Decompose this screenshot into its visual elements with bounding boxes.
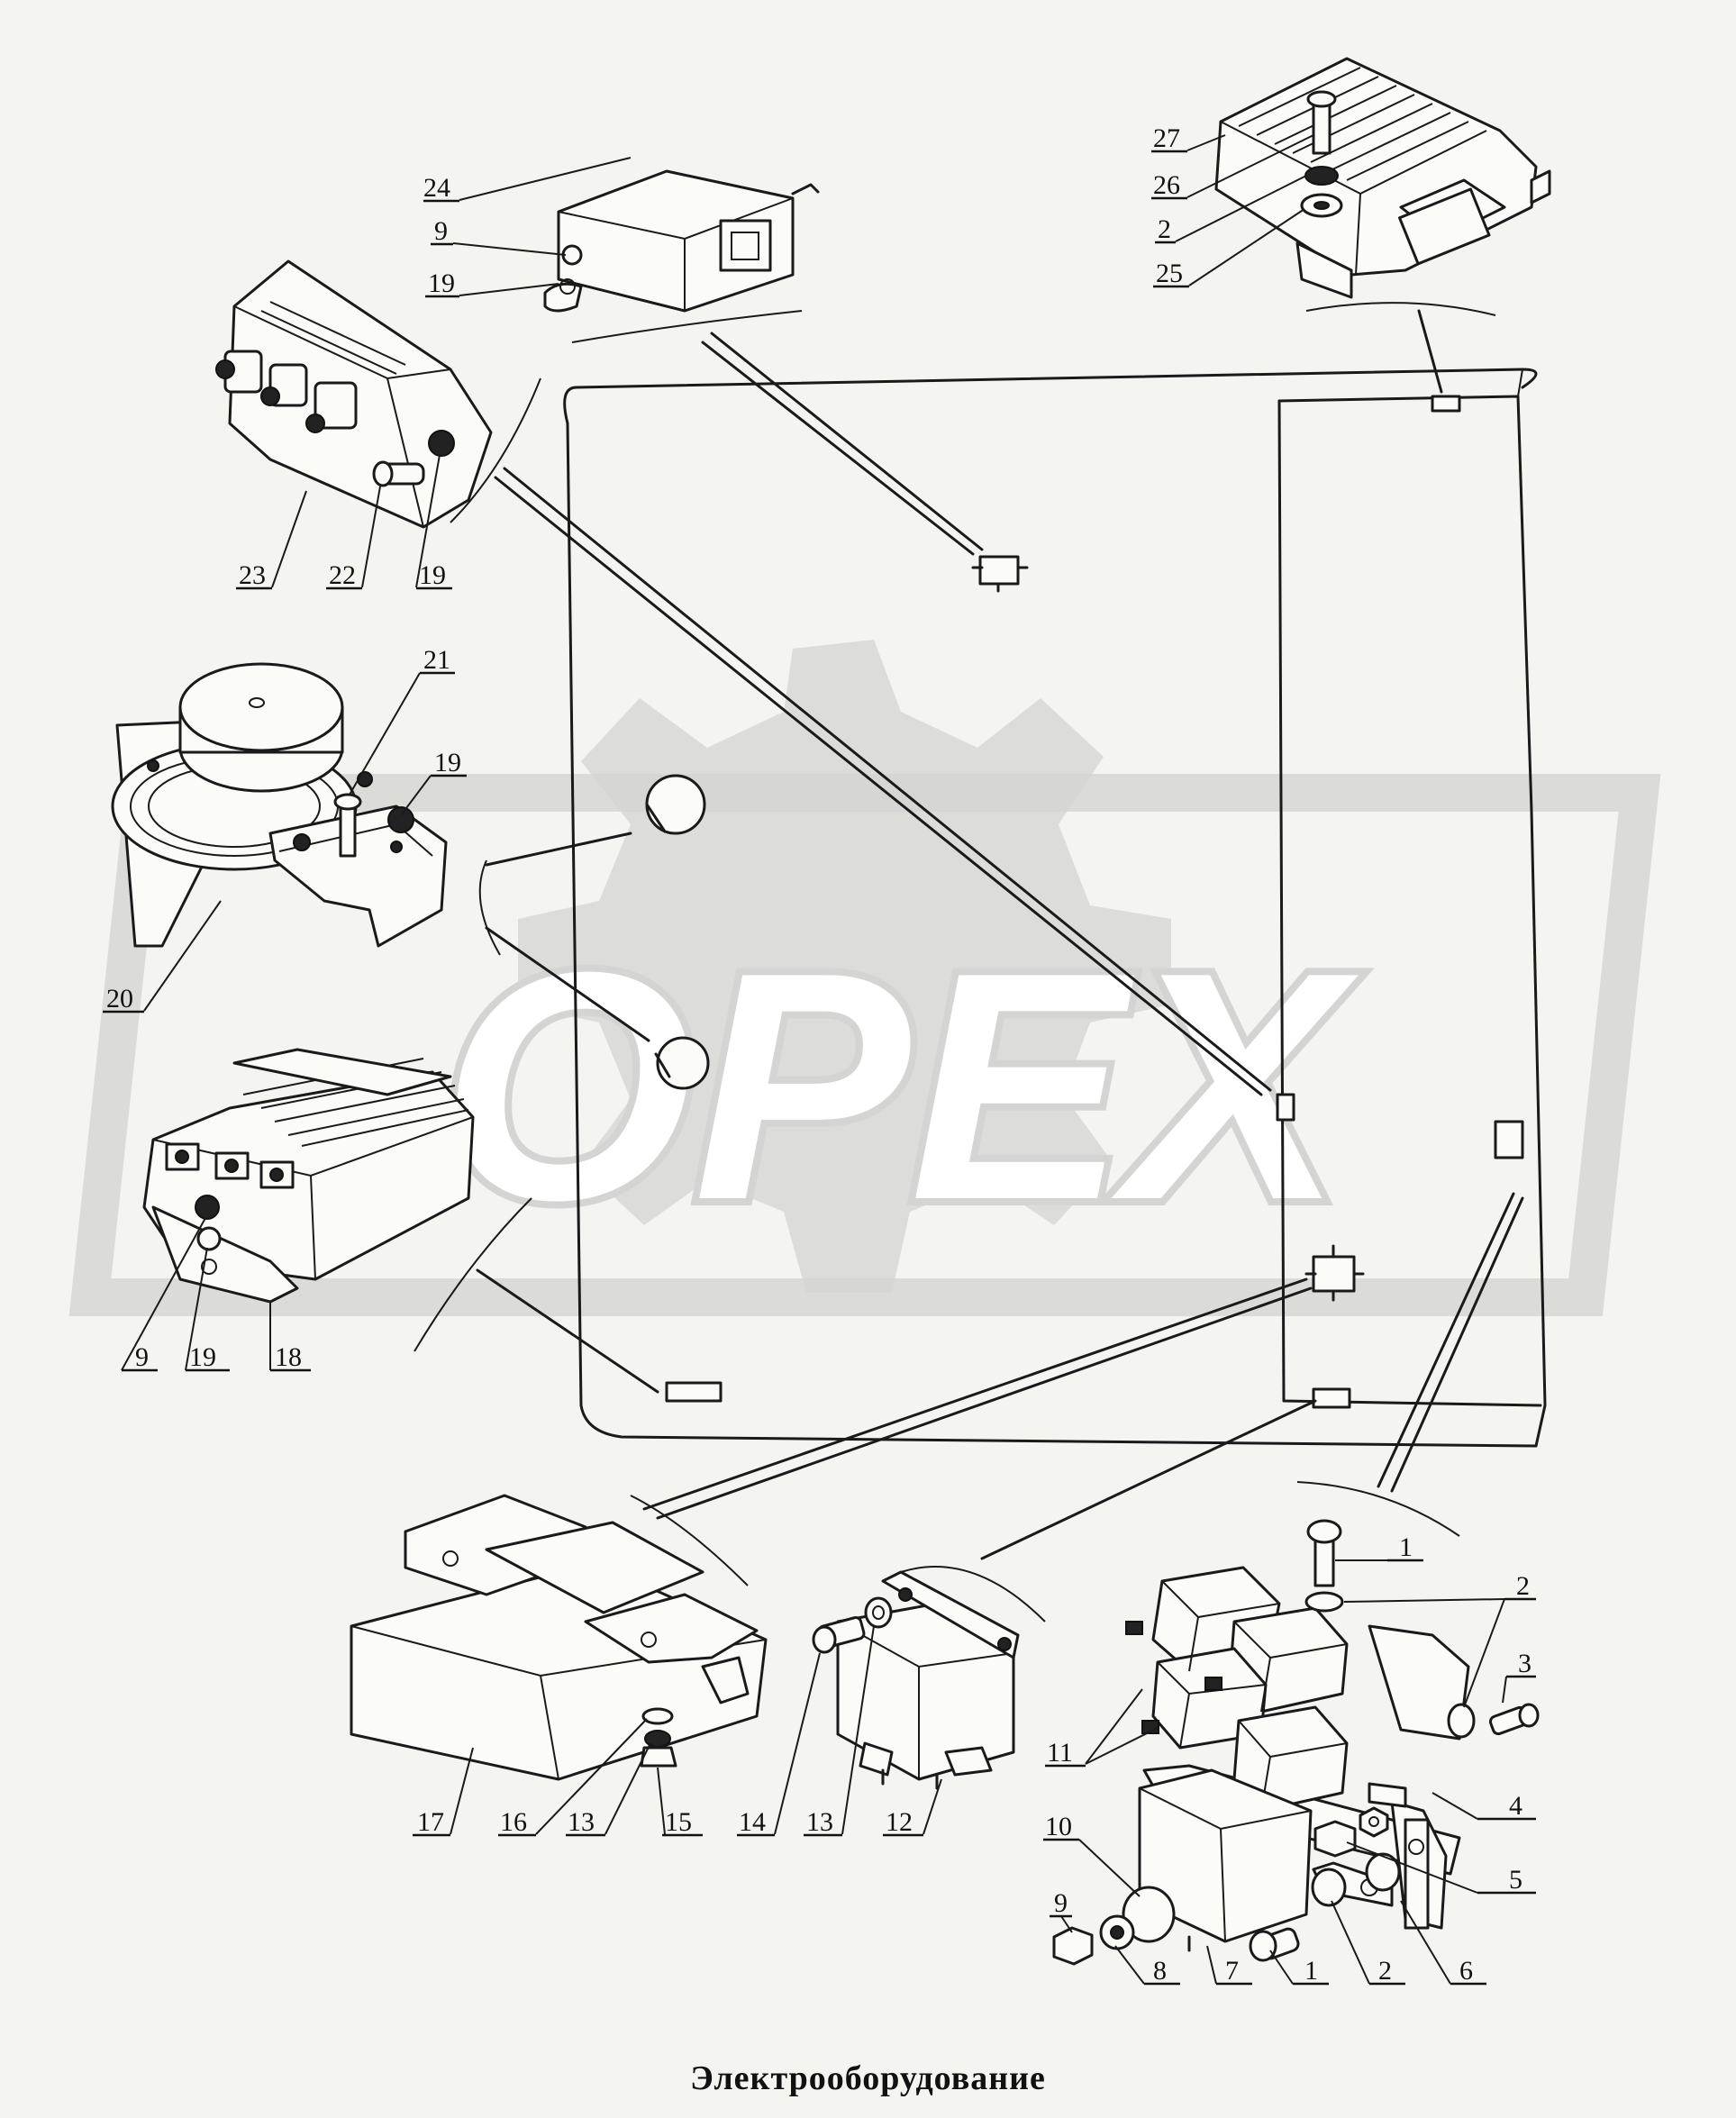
diagram-caption: Электрооборудование xyxy=(690,2059,1046,2097)
callout-2-top: 2 xyxy=(1158,214,1171,244)
callout-21: 21 xyxy=(423,645,450,675)
callout-13-mid: 13 xyxy=(806,1807,833,1837)
callout-10: 10 xyxy=(1045,1812,1072,1841)
callout-14: 14 xyxy=(739,1807,766,1837)
callout-19-upper: 19 xyxy=(419,560,446,590)
callout-1-top: 1 xyxy=(1399,1532,1413,1562)
callout-12: 12 xyxy=(886,1807,913,1837)
callout-9-top: 9 xyxy=(434,216,448,246)
callout-1-bottom: 1 xyxy=(1304,1956,1318,1986)
callout-labels: 24 9 19 27 26 2 25 23 22 19 21 19 20 9 1… xyxy=(103,123,1536,1986)
callout-2-bottom: 2 xyxy=(1378,1956,1392,1986)
buzzer-20 xyxy=(111,662,448,948)
callout-27: 27 xyxy=(1153,123,1180,153)
callout-8: 8 xyxy=(1153,1956,1167,1986)
cab-markers xyxy=(645,395,1524,1409)
relay-23 xyxy=(215,259,493,529)
relay-24 xyxy=(543,169,820,313)
callout-23: 23 xyxy=(239,560,266,590)
callout-13-left: 13 xyxy=(568,1807,595,1837)
callout-17: 17 xyxy=(417,1807,444,1837)
callout-2-right: 2 xyxy=(1516,1571,1530,1601)
callout-19-top: 19 xyxy=(428,268,455,298)
callout-19-mid: 19 xyxy=(434,748,461,777)
callout-16: 16 xyxy=(500,1807,527,1837)
callout-18: 18 xyxy=(275,1342,302,1372)
relay-12 xyxy=(812,1570,1020,1790)
callout-4: 4 xyxy=(1509,1791,1522,1821)
callout-24: 24 xyxy=(423,173,450,203)
callout-22: 22 xyxy=(329,560,356,590)
callout-25: 25 xyxy=(1156,259,1183,288)
cab-outline xyxy=(563,368,1547,1448)
module-27 xyxy=(1214,57,1551,299)
regulator-18 xyxy=(142,1048,475,1304)
callout-20: 20 xyxy=(106,984,133,1014)
callout-9-bottom: 9 xyxy=(1054,1888,1068,1918)
control-unit-17 xyxy=(350,1494,768,1781)
callout-26: 26 xyxy=(1153,170,1180,200)
callout-5: 5 xyxy=(1509,1865,1522,1895)
callout-7: 7 xyxy=(1225,1956,1239,1986)
leader-lines xyxy=(414,302,1524,1623)
callout-3: 3 xyxy=(1518,1649,1531,1678)
relay-block-11 xyxy=(1052,1519,1540,1966)
watermark-text: OPEX xyxy=(441,905,1359,1268)
callout-9-left: 9 xyxy=(135,1342,149,1372)
callout-11: 11 xyxy=(1047,1738,1073,1768)
callout-15: 15 xyxy=(665,1807,692,1837)
callout-6: 6 xyxy=(1459,1956,1473,1986)
callout-19-left: 19 xyxy=(189,1342,216,1372)
